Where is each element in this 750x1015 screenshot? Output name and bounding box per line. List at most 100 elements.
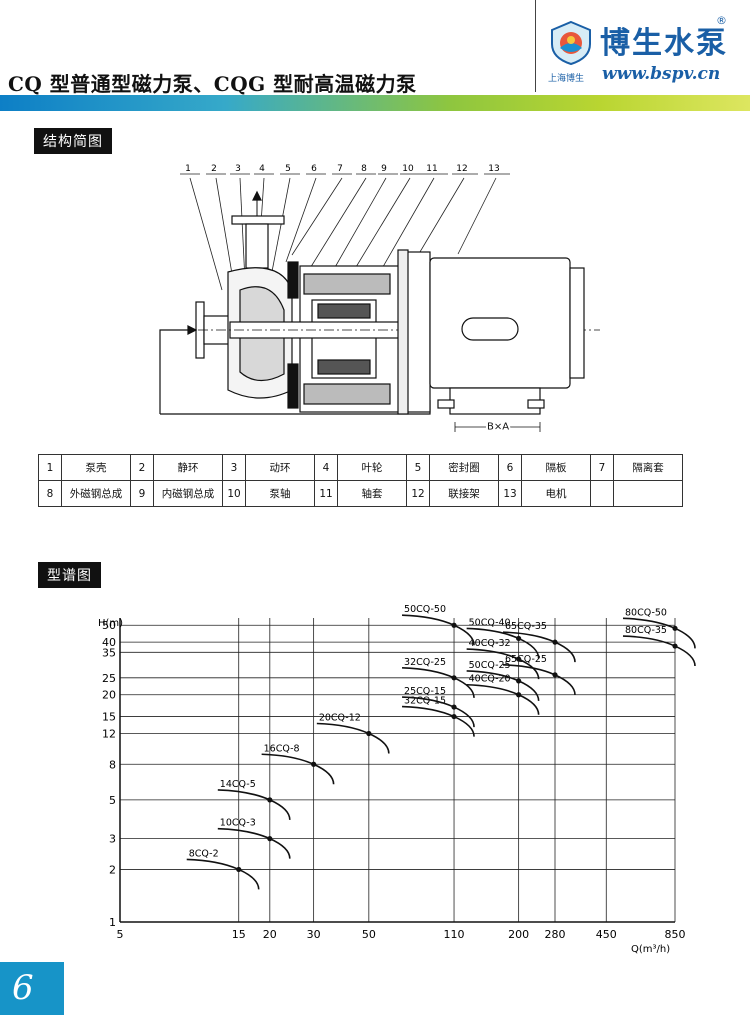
page-number: 6 — [12, 968, 34, 1008]
section-label-structure: 结构简图 — [34, 128, 112, 154]
model-point — [672, 643, 678, 649]
chart-gridlines-x — [119, 618, 676, 922]
model-curve — [261, 753, 335, 785]
model-label: 50CQ-25 — [469, 660, 511, 671]
chart-model-curves: 8CQ-210CQ-314CQ-516CQ-820CQ-1232CQ-1525C… — [186, 604, 696, 890]
dimension-mark: B×A — [454, 420, 541, 435]
model-point — [451, 622, 457, 628]
model-point — [366, 730, 372, 737]
part-number: 10 — [222, 480, 246, 507]
part-name: 静环 — [153, 454, 223, 481]
model-point — [267, 797, 273, 803]
model-curve — [186, 858, 260, 890]
part-name: 外磁钢总成 — [61, 480, 131, 507]
brand-url: www.bspv.cn — [602, 64, 721, 84]
callout-number: 13 — [488, 164, 499, 174]
x-tick-label: 280 — [544, 928, 565, 941]
y-tick-label: 50 — [102, 619, 116, 632]
part-number: 6 — [498, 454, 522, 481]
callout-number: 8 — [361, 164, 367, 174]
part-number: 5 — [406, 454, 430, 481]
model-label: 40CQ-20 — [469, 674, 511, 685]
brand-name: 博生水泵 — [600, 26, 728, 61]
chart-y-axis-label: H(m) — [98, 618, 123, 629]
model-point — [672, 625, 678, 631]
y-tick-label: 40 — [102, 636, 116, 649]
model-label: 50CQ-50 — [404, 604, 446, 615]
model-curve — [402, 614, 475, 646]
callout-number: 3 — [235, 164, 241, 174]
model-label: 65CQ-25 — [505, 654, 547, 665]
dimension-label: B×A — [487, 422, 509, 433]
brand-logo-icon — [551, 20, 591, 66]
part-name: 动环 — [245, 454, 315, 481]
page-title: CQ 型普通型磁力泵、CQG 型耐高温磁力泵 — [8, 72, 417, 96]
part-name: 联接架 — [429, 480, 499, 507]
model-label: 20CQ-12 — [319, 712, 361, 723]
part-number: 3 — [222, 454, 246, 481]
y-tick-label: 20 — [102, 689, 116, 702]
part-number: 11 — [314, 480, 338, 507]
model-point — [267, 836, 273, 842]
registered-mark: ® — [716, 14, 727, 27]
part-name: 内磁钢总成 — [153, 480, 223, 507]
pump-body — [159, 190, 600, 415]
part-number: 12 — [406, 480, 430, 507]
part-name: 隔离套 — [613, 454, 683, 481]
x-tick-label: 5 — [117, 928, 124, 941]
y-tick-label: 15 — [102, 711, 116, 724]
model-label: 50CQ-40 — [469, 617, 511, 628]
y-tick-label: 2 — [109, 863, 116, 876]
part-number: 7 — [590, 454, 614, 481]
part-number: 8 — [38, 480, 62, 507]
model-label: 10CQ-3 — [220, 818, 256, 829]
model-curve — [466, 683, 540, 715]
part-number: 9 — [130, 480, 154, 507]
part-name: 泵壳 — [61, 454, 131, 481]
empty-cell — [613, 480, 683, 507]
callout-number: 10 — [402, 164, 414, 174]
model-curve — [502, 664, 576, 695]
part-name: 轴套 — [337, 480, 407, 507]
chart-gridlines-y — [120, 624, 675, 923]
model-point — [451, 704, 457, 710]
header-divider — [535, 0, 536, 92]
model-point — [236, 866, 242, 873]
x-tick-label: 15 — [232, 928, 246, 941]
model-curve — [316, 722, 390, 754]
empty-cell — [590, 480, 614, 507]
model-point — [552, 639, 558, 645]
part-name: 叶轮 — [337, 454, 407, 481]
chart-axes — [119, 618, 675, 923]
brand-small-text: 上海博生 — [548, 74, 585, 84]
callout-number: 11 — [426, 164, 437, 174]
y-tick-label: 3 — [109, 833, 116, 846]
part-name: 泵轴 — [245, 480, 315, 507]
callout-number: 5 — [285, 164, 291, 174]
part-number: 1 — [38, 454, 62, 481]
model-label: 40CQ-32 — [469, 638, 511, 649]
callout-number: 2 — [211, 164, 217, 174]
model-label: 25CQ-15 — [404, 686, 446, 697]
model-label: 80CQ-35 — [625, 625, 667, 636]
part-number: 4 — [314, 454, 338, 481]
x-tick-label: 50 — [362, 928, 376, 941]
model-label: 65CQ-35 — [505, 621, 547, 632]
x-tick-label: 110 — [444, 928, 465, 941]
model-curve — [217, 789, 291, 820]
x-tick-label: 20 — [263, 928, 277, 941]
model-label: 32CQ-15 — [404, 696, 446, 707]
y-tick-label: 1 — [109, 916, 116, 929]
callout-number: 1 — [185, 164, 191, 174]
model-point — [516, 635, 522, 642]
part-number: 13 — [498, 480, 522, 507]
y-tick-label: 35 — [102, 646, 116, 659]
callout-number: 12 — [456, 164, 467, 174]
